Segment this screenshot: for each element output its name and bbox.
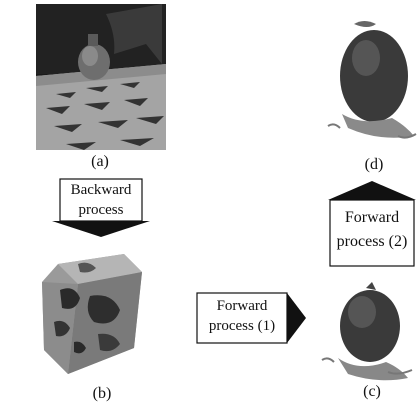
caption-b: (b)	[92, 385, 112, 402]
backward-process-arrow: Backward process	[46, 178, 156, 238]
forward1-label-line1: Forward	[216, 298, 268, 314]
reconstruction-panel-c	[318, 278, 418, 384]
backward-label-line2: process	[78, 202, 124, 218]
reconstruction-panel-d	[324, 14, 420, 154]
forward2-label-line1: Forward	[344, 209, 400, 226]
caption-a: (a)	[91, 153, 109, 170]
photo-panel-a	[36, 4, 166, 150]
reconstruction-d-image	[327, 21, 417, 139]
reconstruction-c-image	[321, 282, 413, 381]
forward2-label-line2: process (2)	[336, 233, 408, 250]
forward-process-1-arrow: Forward process (1)	[196, 292, 308, 344]
down-arrow-icon	[52, 178, 150, 237]
scene-photo	[36, 4, 166, 150]
backward-label-line1: Backward	[70, 182, 132, 198]
voxel-cube-panel-b	[38, 250, 148, 378]
forward1-label-line2: process (1)	[208, 318, 276, 334]
forward-process-2-arrow: Forward process (2)	[324, 180, 420, 268]
caption-c: (c)	[363, 383, 381, 400]
caption-d: (d)	[364, 156, 384, 173]
up-arrow-icon	[328, 181, 416, 267]
right-arrow-icon	[196, 292, 306, 344]
voxel-cube-image	[42, 254, 142, 374]
